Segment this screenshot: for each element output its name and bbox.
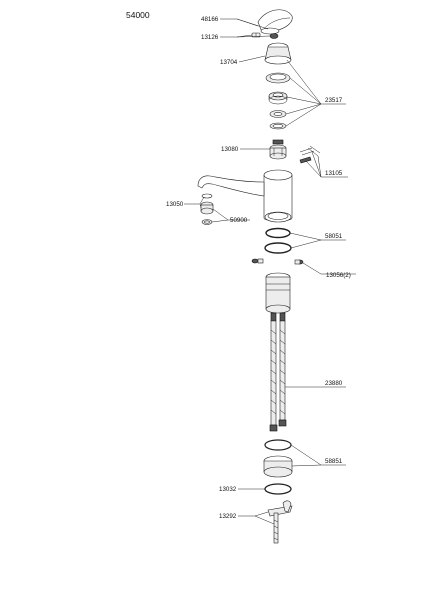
label-13050: 13050 — [166, 201, 184, 208]
leader-lines — [184, 18, 356, 525]
part-cartridge — [269, 139, 287, 160]
part-nut — [268, 91, 288, 105]
label-13704: 13704 — [220, 59, 238, 66]
label-13126: 13126 — [201, 34, 219, 41]
part-ring-upper — [265, 72, 291, 84]
part-fixing-set — [267, 500, 293, 544]
label-13032: 13032 — [219, 486, 237, 493]
diagram-title: 54000 — [126, 10, 150, 20]
part-o-ring-bottom — [264, 242, 292, 254]
part-washer — [269, 110, 287, 118]
part-seal — [269, 122, 287, 130]
part-ring-mid — [264, 211, 292, 223]
label-58051: 58051 — [325, 233, 343, 240]
label-23880: 23880 — [325, 380, 343, 387]
part-shank — [265, 272, 291, 314]
part-nut-lower — [263, 455, 293, 478]
label-13105: 13105 — [325, 170, 343, 177]
label-23517: 23517 — [325, 97, 343, 104]
label-50900: 50900 — [230, 217, 248, 224]
part-aerator — [200, 193, 214, 225]
part-grub-screws — [251, 258, 304, 265]
part-handle — [257, 9, 293, 35]
label-13292: 13292 — [219, 513, 237, 520]
part-clips — [299, 145, 321, 164]
part-washer-lower — [264, 439, 292, 451]
label-58851: 58851 — [325, 458, 343, 465]
part-o-ring-top — [265, 227, 291, 239]
part-plug — [269, 33, 279, 39]
label-13056: 13056(2) — [326, 272, 351, 279]
part-o-ring-base — [264, 483, 292, 495]
part-hoses — [269, 312, 287, 432]
part-body-spout — [197, 169, 293, 222]
label-48166: 48166 — [201, 16, 219, 23]
label-13080: 13080 — [221, 146, 239, 153]
part-cap — [264, 42, 292, 65]
